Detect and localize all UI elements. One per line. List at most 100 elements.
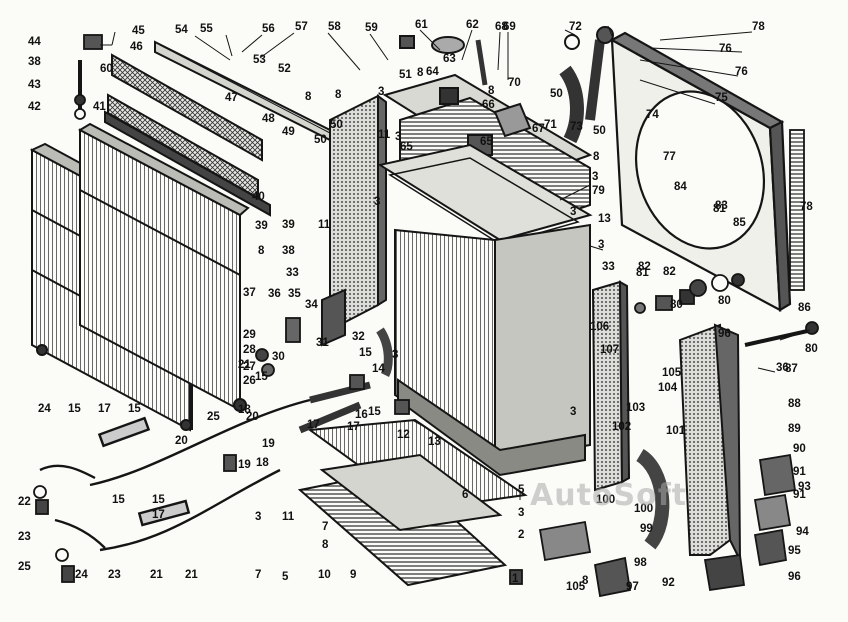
callout-15: 15 xyxy=(152,494,165,506)
callout-98: 98 xyxy=(634,557,647,569)
callout-37: 37 xyxy=(243,287,256,299)
callout-85: 85 xyxy=(733,217,746,229)
callout-50: 50 xyxy=(593,125,606,137)
callout-45: 45 xyxy=(132,25,145,37)
callout-50: 50 xyxy=(314,134,327,146)
callout-81: 81 xyxy=(636,267,649,279)
callout-96: 96 xyxy=(788,571,801,583)
callout-8: 8 xyxy=(582,575,589,587)
callout-46: 46 xyxy=(130,41,143,53)
callout-8: 8 xyxy=(335,89,342,101)
callout-58: 58 xyxy=(328,21,341,33)
callout-7: 7 xyxy=(322,521,328,533)
callout-80: 80 xyxy=(718,295,731,307)
callout-55: 55 xyxy=(200,23,213,35)
callout-76: 76 xyxy=(735,66,748,78)
callout-32: 32 xyxy=(352,331,365,343)
callout-3: 3 xyxy=(570,406,576,418)
callout-36: 36 xyxy=(776,362,789,374)
callout-2: 2 xyxy=(518,529,524,541)
callout-65: 65 xyxy=(480,136,493,148)
fan-shroud xyxy=(609,31,792,312)
callout-36: 36 xyxy=(268,288,281,300)
leader-line xyxy=(497,31,501,71)
callout-50: 50 xyxy=(330,119,343,131)
callout-88: 88 xyxy=(788,398,801,410)
leader-line xyxy=(419,29,441,51)
second-grille xyxy=(77,122,250,412)
callout-50: 50 xyxy=(550,88,563,100)
callout-70: 70 xyxy=(508,77,521,89)
callout-57: 57 xyxy=(295,21,308,33)
callout-23: 23 xyxy=(108,569,121,581)
callout-81: 81 xyxy=(713,203,726,215)
callout-53: 53 xyxy=(253,54,266,66)
callout-100: 100 xyxy=(596,494,615,506)
callout-16: 16 xyxy=(355,409,368,421)
leader-line xyxy=(559,184,591,201)
callout-90: 90 xyxy=(793,443,806,455)
callout-21: 21 xyxy=(150,569,163,581)
callout-47: 47 xyxy=(225,92,238,104)
callout-8: 8 xyxy=(305,91,312,103)
callout-41: 41 xyxy=(93,101,106,113)
callout-95: 95 xyxy=(788,545,801,557)
callout-48: 48 xyxy=(262,113,275,125)
callout-92: 92 xyxy=(662,577,675,589)
left-side-frame xyxy=(321,94,387,347)
callout-91: 91 xyxy=(793,489,806,501)
callout-76: 76 xyxy=(719,43,732,55)
callout-27: 27 xyxy=(243,361,256,373)
callout-97: 97 xyxy=(626,581,639,593)
right-bracket xyxy=(678,323,741,561)
callout-43: 43 xyxy=(28,79,41,91)
callout-51: 51 xyxy=(399,69,412,81)
callout-25: 25 xyxy=(207,411,220,423)
radiator-core xyxy=(377,143,593,477)
callout-96: 96 xyxy=(718,328,731,340)
right-small-parts xyxy=(538,129,819,598)
callout-5: 5 xyxy=(518,484,525,496)
callout-33: 33 xyxy=(602,261,615,273)
callout-3: 3 xyxy=(374,196,380,208)
callout-42: 42 xyxy=(28,101,41,113)
callout-7: 7 xyxy=(255,569,261,581)
callout-60: 60 xyxy=(100,63,113,75)
callout-15: 15 xyxy=(368,406,381,418)
callout-94: 94 xyxy=(796,526,809,538)
callout-14: 14 xyxy=(372,363,385,375)
callout-80: 80 xyxy=(670,299,683,311)
pipes xyxy=(39,327,670,552)
leader-line xyxy=(461,29,473,61)
leader-line xyxy=(757,367,776,373)
callout-64: 64 xyxy=(426,66,439,78)
callout-11: 11 xyxy=(318,219,331,231)
callout-39: 39 xyxy=(255,220,268,232)
callout-11: 11 xyxy=(378,129,391,141)
callout-20: 20 xyxy=(175,435,188,447)
leader-line xyxy=(369,33,389,61)
callout-22: 22 xyxy=(18,496,31,508)
callout-8: 8 xyxy=(322,539,329,551)
callout-100: 100 xyxy=(634,503,653,515)
callout-24: 24 xyxy=(38,403,51,415)
callout-3: 3 xyxy=(255,511,261,523)
callout-93: 93 xyxy=(798,481,811,493)
callout-34: 34 xyxy=(305,299,318,311)
callout-102: 102 xyxy=(612,421,631,433)
callout-11: 11 xyxy=(282,511,295,523)
callout-59: 59 xyxy=(365,22,378,34)
callout-65: 65 xyxy=(400,141,413,153)
callout-3: 3 xyxy=(598,239,604,251)
bottom-pan xyxy=(297,418,528,587)
leader-line xyxy=(659,31,753,41)
callout-13: 13 xyxy=(428,436,441,448)
callout-73: 73 xyxy=(570,121,583,133)
callout-26: 26 xyxy=(243,375,256,387)
callout-3: 3 xyxy=(592,171,598,183)
leader-line xyxy=(639,59,739,77)
callout-87: 87 xyxy=(785,363,798,375)
callout-63: 63 xyxy=(443,53,456,65)
